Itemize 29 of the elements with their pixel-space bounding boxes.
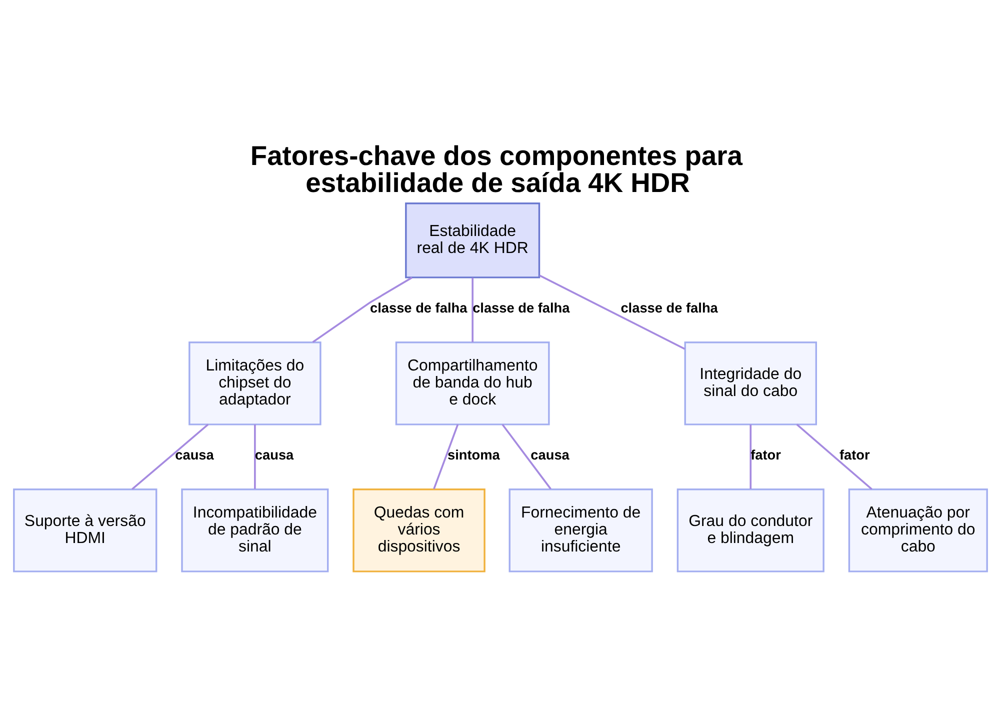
connector — [131, 424, 208, 490]
node-box: Incompatibilidade de padrão de sinal — [180, 488, 328, 572]
connector — [254, 424, 256, 489]
edge-label: sintoma — [447, 447, 500, 462]
edge-label: causa — [174, 447, 214, 462]
connector — [432, 424, 458, 490]
connector — [501, 424, 551, 490]
node-box: Fornecimento de energia insuficiente — [508, 488, 652, 572]
node-box: Grau do condutor e blindagem — [676, 488, 824, 572]
node-box: Atenuação por comprimento do cabo — [848, 488, 988, 572]
node-box: Quedas com vários dispositivos — [352, 488, 485, 572]
edge-label: fator — [839, 447, 870, 462]
connector — [538, 274, 685, 350]
edge-label: fator — [750, 447, 780, 462]
edge-label: classe de falha — [620, 300, 718, 316]
edge-label: classe de falha — [472, 300, 570, 316]
connector — [796, 424, 872, 490]
node-box: Suporte à versão HDMI — [12, 488, 157, 572]
edge-label: classe de falha — [370, 300, 467, 316]
edge-label: causa — [530, 447, 569, 462]
connector — [471, 278, 473, 342]
node-box: Integridade do sinal do cabo — [684, 342, 816, 426]
connector — [312, 276, 412, 343]
node-box: Limitações do chipset do adaptador — [188, 342, 321, 426]
connector — [749, 424, 752, 489]
diagram-title: Fatores-chave dos componentes para estabilidade de saída 4K HDR — [250, 140, 742, 198]
node-box: Compartilhamento de banda do hub e dock — [394, 342, 550, 426]
edge-label: causa — [254, 447, 294, 462]
node-box: Estabilidade real de 4K HDR — [404, 202, 540, 278]
